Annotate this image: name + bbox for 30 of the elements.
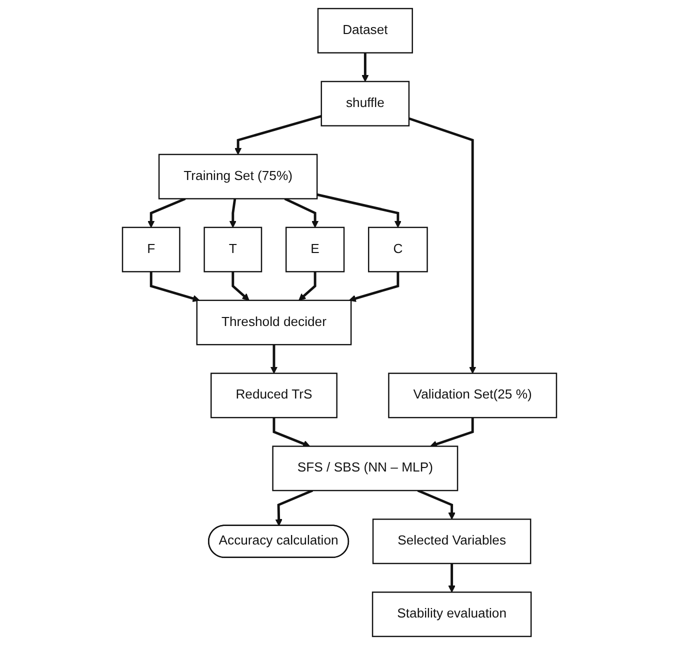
arrow — [316, 193, 402, 228]
arrow — [229, 198, 236, 228]
arrow — [234, 115, 322, 155]
node-box: F — [122, 226, 180, 272]
arrow — [408, 117, 476, 374]
node-box: T — [204, 226, 262, 272]
node-box: Training Set (75%) — [158, 154, 318, 200]
arrow — [348, 272, 400, 302]
arrow — [362, 52, 369, 82]
node-box: Reduced TrS — [210, 372, 338, 418]
node-box: Dataset — [317, 8, 413, 54]
arrow — [298, 272, 316, 301]
node-box: Validation Set(25 %) — [388, 372, 558, 418]
node-box: Stability evaluation — [372, 592, 532, 638]
node-box: shuffle — [320, 80, 410, 126]
arrow — [232, 272, 250, 301]
arrow — [448, 564, 456, 592]
node-box: Selected Variables — [372, 518, 532, 564]
node-box: Threshold decider — [196, 300, 352, 346]
arrow — [272, 418, 310, 448]
arrow — [417, 489, 456, 520]
node-box: C — [368, 226, 428, 272]
arrow — [430, 418, 474, 448]
node-box: E — [285, 226, 345, 272]
arrow — [275, 489, 314, 526]
arrow — [284, 198, 319, 228]
arrow — [148, 198, 186, 228]
arrow — [150, 272, 200, 302]
arrow — [270, 344, 278, 374]
node-box: SFS / SBS (NN – MLP) — [272, 446, 458, 492]
